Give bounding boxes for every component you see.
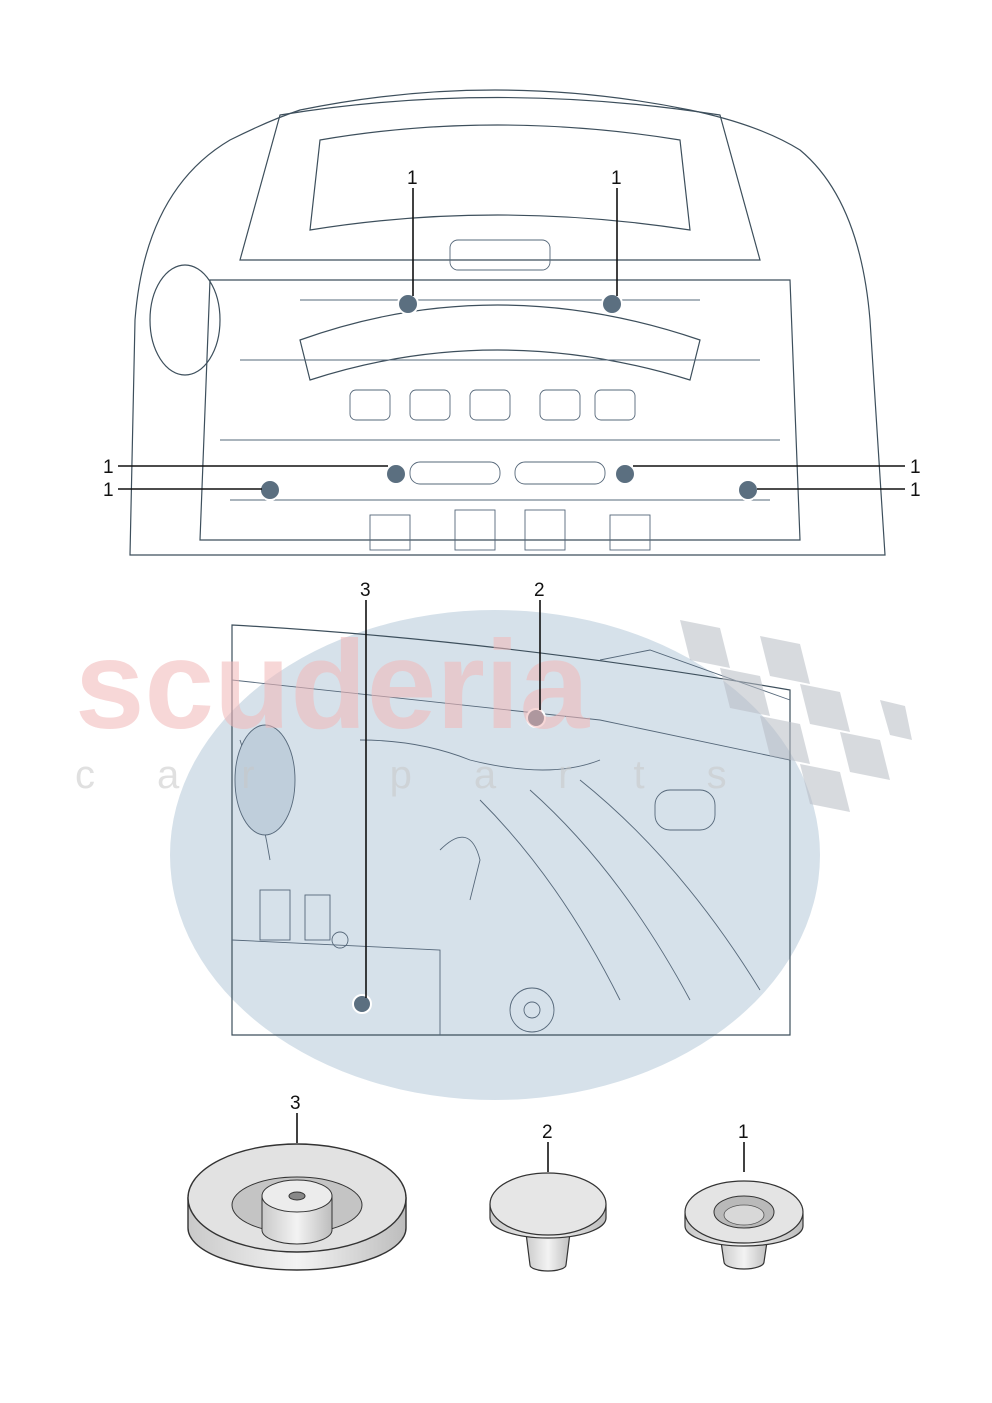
callout-label: 1 xyxy=(103,480,114,501)
grommet-1-marker xyxy=(385,463,407,485)
callout-label: 1 xyxy=(910,457,921,478)
checkered-flag-icon xyxy=(680,620,912,812)
part-2-plug: 2 xyxy=(489,1122,607,1272)
grommet-2-marker xyxy=(526,708,546,728)
grommet-1-marker xyxy=(614,463,636,485)
part-1-grommet: 1 xyxy=(684,1122,804,1270)
callout-label: 3 xyxy=(360,580,371,601)
callouts-middle: 3 2 xyxy=(360,580,545,998)
rear-body-view xyxy=(129,89,886,556)
part-number-label: 3 xyxy=(290,1093,301,1114)
watermark-subtext: car parts xyxy=(75,753,789,797)
watermark-logo: scuderia car parts xyxy=(75,616,912,812)
callout-label: 1 xyxy=(910,480,921,501)
grommet-1-marker xyxy=(259,479,281,501)
callout-label: 1 xyxy=(611,168,622,189)
callout-label: 1 xyxy=(103,457,114,478)
grommet-1-marker xyxy=(397,293,419,315)
callouts-top: 1 1 1 1 1 1 xyxy=(103,168,921,501)
part-number-label: 1 xyxy=(738,1122,749,1143)
callout-label: 1 xyxy=(407,168,418,189)
grommet-3-marker xyxy=(352,994,372,1014)
part-3-grommet: 3 xyxy=(187,1093,407,1271)
grommet-1-marker xyxy=(737,479,759,501)
luggage-compartment-view xyxy=(170,610,820,1100)
part-number-label: 2 xyxy=(542,1122,553,1143)
watermark-text: scuderia xyxy=(75,616,591,755)
callout-label: 2 xyxy=(534,580,545,601)
grommet-1-marker xyxy=(601,293,623,315)
